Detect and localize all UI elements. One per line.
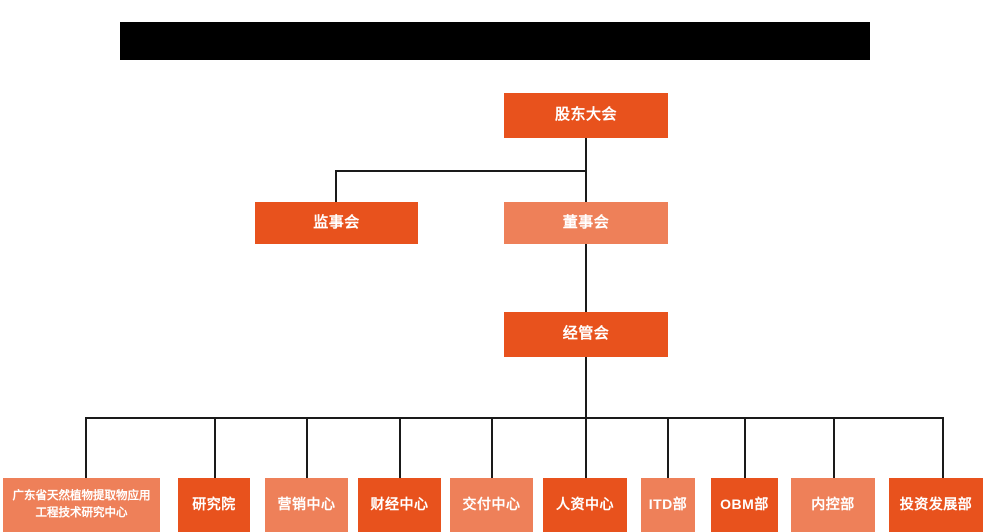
connector-drop-2: [214, 417, 216, 478]
node-hr-center[interactable]: 人资中心: [543, 478, 627, 532]
connector-l1-bus: [335, 170, 587, 172]
connector-level4-bus: [85, 417, 943, 419]
node-supervisory-board[interactable]: 监事会: [255, 202, 418, 244]
connector-management-stem: [585, 357, 587, 418]
connector-drop-8: [744, 417, 746, 478]
node-internal-control-department[interactable]: 内控部: [791, 478, 875, 532]
node-research-institute[interactable]: 研究院: [178, 478, 250, 532]
node-investment-development-department[interactable]: 投资发展部: [889, 478, 983, 532]
node-guangdong-research-center[interactable]: 广东省天然植物提取物应用工程技术研究中心: [3, 478, 160, 532]
node-obm-department[interactable]: OBM部: [711, 478, 778, 532]
connector-l1-stem: [585, 138, 587, 171]
connector-drop-7: [667, 417, 669, 478]
node-shareholders-meeting[interactable]: 股东大会: [504, 93, 668, 138]
connector-drop-3: [306, 417, 308, 478]
connector-drop-9: [833, 417, 835, 478]
node-delivery-center[interactable]: 交付中心: [450, 478, 533, 532]
redacted-title-bar: [120, 22, 870, 60]
connector-drop-1: [85, 417, 87, 478]
connector-drop-6: [585, 417, 587, 478]
node-marketing-center[interactable]: 营销中心: [265, 478, 348, 532]
node-finance-center[interactable]: 财经中心: [358, 478, 441, 532]
connector-drop-10: [942, 417, 944, 478]
connector-board-to-management: [585, 242, 587, 312]
connector-drop-5: [491, 417, 493, 478]
connector-drop-4: [399, 417, 401, 478]
node-itd-department[interactable]: ITD部: [641, 478, 695, 532]
node-management-committee[interactable]: 经管会: [504, 312, 668, 357]
connector-to-board-of-directors: [585, 170, 587, 202]
node-board-of-directors[interactable]: 董事会: [504, 202, 668, 244]
connector-to-supervisory-board: [335, 170, 337, 202]
